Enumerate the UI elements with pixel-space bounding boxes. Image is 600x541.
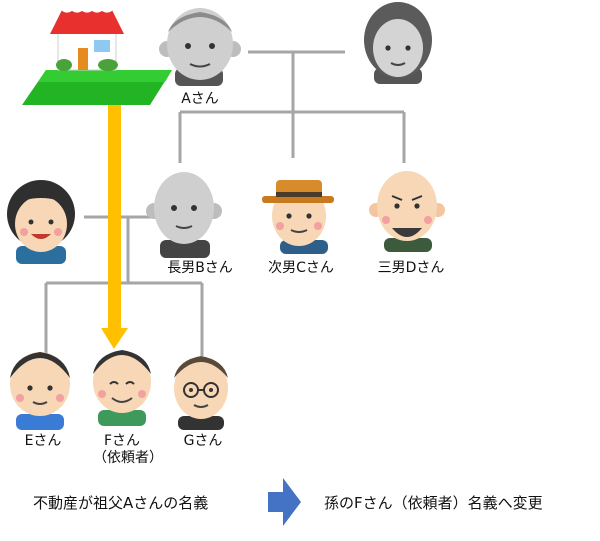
bald-bearded-man-icon bbox=[369, 171, 445, 252]
person-label-d: 三男Dさん bbox=[377, 260, 445, 276]
footer-left-text: 不動産が祖父Aさんの名義 bbox=[33, 494, 209, 512]
person-label-g: Gさん bbox=[183, 433, 223, 449]
person-label-a: Aさん bbox=[181, 91, 219, 107]
person-sublabel-f: （依頼者） bbox=[93, 450, 163, 466]
man-with-glasses-icon bbox=[174, 356, 228, 430]
conversion-arrow-icon bbox=[268, 478, 301, 526]
ownership-transfer-arrow bbox=[101, 105, 128, 349]
person-label-f: Fさん bbox=[103, 433, 141, 449]
footer-right-text: 孫のFさん（依頼者）名義へ変更 bbox=[324, 494, 543, 512]
woman-portrait-icon bbox=[7, 180, 75, 264]
young-man-portrait-icon bbox=[10, 352, 70, 430]
person-label-b: 長男Bさん bbox=[167, 260, 233, 276]
house-on-lawn-icon bbox=[22, 9, 172, 105]
person-label-e: Eさん bbox=[24, 433, 62, 449]
grandmother-portrait-icon bbox=[364, 2, 432, 84]
bald-man-portrait-icon bbox=[146, 172, 222, 258]
young-man-smiling-icon bbox=[93, 350, 151, 426]
man-with-hat-icon bbox=[262, 180, 334, 254]
grandfather-portrait-icon bbox=[159, 8, 241, 86]
person-label-c: 次男Cさん bbox=[268, 260, 334, 276]
